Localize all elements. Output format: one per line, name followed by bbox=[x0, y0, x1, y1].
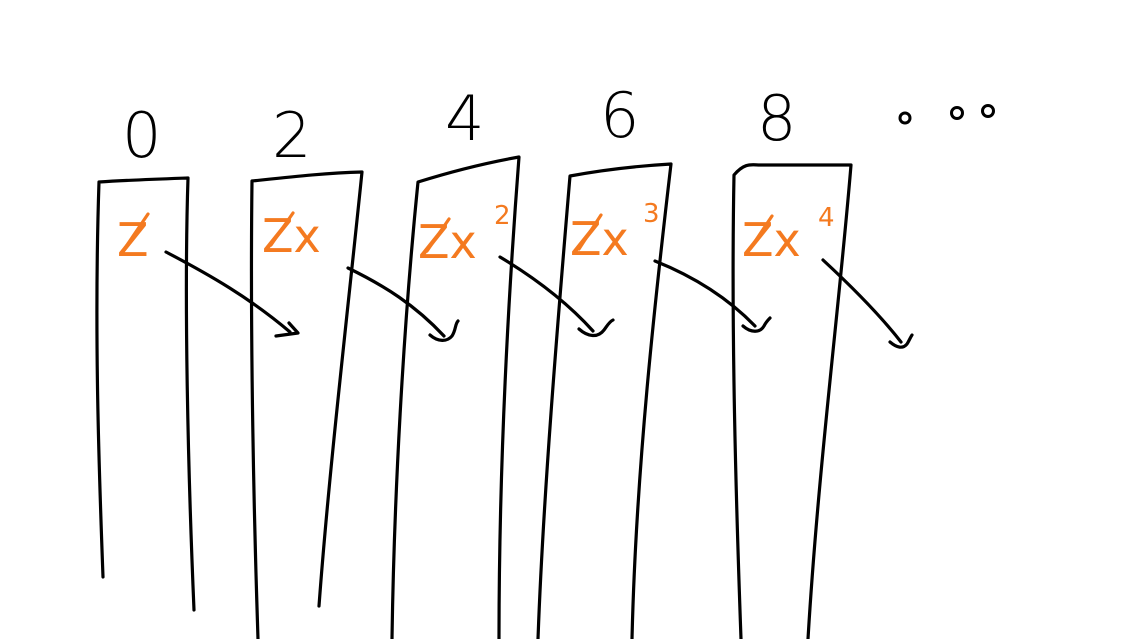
arrow-0-head bbox=[274, 321, 300, 338]
arrow-6-to-8 bbox=[653, 259, 772, 333]
arrow-0-to-2 bbox=[164, 250, 300, 338]
column-0-box bbox=[95, 176, 196, 612]
term-6-label: Zx bbox=[570, 212, 629, 266]
ellipsis-dot-2 bbox=[950, 106, 964, 120]
map-arrows bbox=[164, 250, 914, 349]
column-0: 0 Z bbox=[95, 99, 196, 612]
degree-6-label: 6 bbox=[600, 79, 639, 152]
term-6-exponent: 3 bbox=[643, 199, 660, 229]
column-4-box bbox=[731, 163, 853, 639]
term-4-exponent: 2 bbox=[494, 201, 511, 231]
ellipsis-dot-1 bbox=[898, 111, 912, 125]
degree-4-label: 4 bbox=[445, 82, 484, 155]
arrow-6-head bbox=[741, 316, 772, 333]
degree-8-label: 8 bbox=[757, 82, 796, 155]
arrow-4-head bbox=[577, 318, 615, 338]
arrow-4-to-6 bbox=[498, 255, 615, 338]
column-4: 8 Zx 4 bbox=[731, 82, 853, 639]
term-8-exponent: 4 bbox=[818, 203, 835, 233]
degree-0-label: 0 bbox=[122, 99, 161, 172]
column-3-box bbox=[536, 162, 673, 639]
arrow-2-head bbox=[428, 319, 460, 342]
arrow-2-to-4 bbox=[346, 266, 460, 342]
column-3: 6 Zx 3 bbox=[536, 79, 673, 639]
term-0-strike bbox=[123, 212, 150, 250]
term-2-strike bbox=[269, 211, 295, 247]
arrow-8-onward bbox=[821, 258, 914, 349]
term-4-strike bbox=[425, 217, 451, 253]
continuation-text: ... bbox=[0, 0, 2, 1]
ellipsis-dot-3 bbox=[981, 104, 995, 118]
continuation-ellipsis: ... bbox=[0, 0, 995, 125]
term-8-strike bbox=[748, 214, 774, 251]
term-8-label: Zx bbox=[742, 213, 801, 267]
degree-2-label: 2 bbox=[272, 99, 311, 172]
column-2-box bbox=[390, 155, 521, 639]
term-6-strike bbox=[577, 213, 603, 251]
arrow-8-head bbox=[888, 333, 914, 349]
column-1-box bbox=[249, 170, 364, 639]
column-2: 4 Zx 2 bbox=[390, 82, 521, 639]
column-1: 2 Zx bbox=[249, 99, 364, 639]
